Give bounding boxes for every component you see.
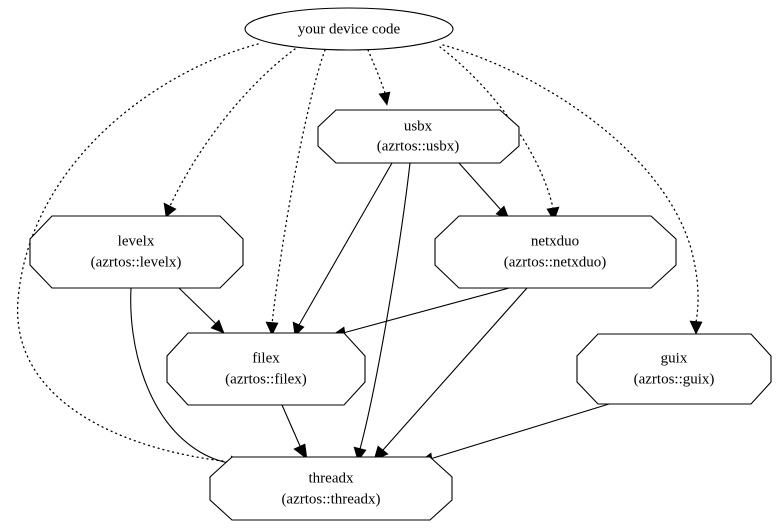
node-guix-label-primary: guix: [661, 350, 688, 366]
node-guix[interactable]: guix (azrtos::guix): [576, 333, 772, 405]
node-levelx-shape: [29, 215, 244, 289]
edge-layer: [17, 43, 703, 471]
edge-usbx-filex: [292, 162, 393, 337]
edge-device-filex: [265, 49, 326, 336]
edge-netxduo-filex: [330, 287, 510, 341]
node-threadx[interactable]: threadx (azrtos::threadx): [209, 456, 453, 521]
edge-device-levelx: [163, 48, 296, 218]
node-levelx-label-primary: levelx: [118, 233, 155, 249]
node-usbx-shape: [317, 109, 520, 164]
node-layer: your device code usbx (azrtos::usbx) lev…: [29, 7, 772, 521]
node-threadx-label-primary: threadx: [309, 470, 354, 486]
edge-device-netxduo: [439, 46, 560, 222]
node-threadx-shape: [209, 456, 453, 521]
node-netxduo-label-namespace: (azrtos::netxduo): [504, 254, 606, 270]
node-filex-shape: [166, 332, 366, 406]
node-netxduo-label-primary: netxduo: [531, 233, 579, 249]
edge-guix-threadx: [417, 403, 610, 467]
edge-filex-threadx: [281, 404, 308, 460]
node-filex-label-namespace: (azrtos::filex): [225, 371, 307, 387]
edge-usbx-threadx: [353, 162, 411, 462]
node-levelx-label-namespace: (azrtos::levelx): [91, 254, 182, 270]
edge-device-guix: [442, 44, 703, 335]
node-netxduo[interactable]: netxduo (azrtos::netxduo): [434, 215, 677, 289]
node-usbx-label-primary: usbx: [404, 118, 433, 134]
edge-device-usbx: [367, 49, 391, 106]
node-levelx[interactable]: levelx (azrtos::levelx): [29, 215, 244, 289]
edge-levelx-filex: [178, 287, 225, 334]
node-device-code-label: your device code: [298, 21, 401, 37]
node-usbx-label-namespace: (azrtos::usbx): [377, 138, 459, 154]
node-guix-label-namespace: (azrtos::guix): [634, 371, 715, 387]
node-usbx[interactable]: usbx (azrtos::usbx): [317, 109, 520, 164]
node-device-code-shape: [244, 7, 454, 51]
node-filex[interactable]: filex (azrtos::filex): [166, 332, 366, 406]
node-threadx-label-namespace: (azrtos::threadx): [281, 491, 380, 507]
edge-netxduo-threadx: [373, 287, 528, 461]
node-device-code[interactable]: your device code: [244, 7, 454, 51]
node-netxduo-shape: [434, 215, 677, 289]
node-filex-label-primary: filex: [252, 350, 280, 366]
node-guix-shape: [576, 333, 772, 405]
edge-usbx-netxduo: [458, 162, 510, 220]
